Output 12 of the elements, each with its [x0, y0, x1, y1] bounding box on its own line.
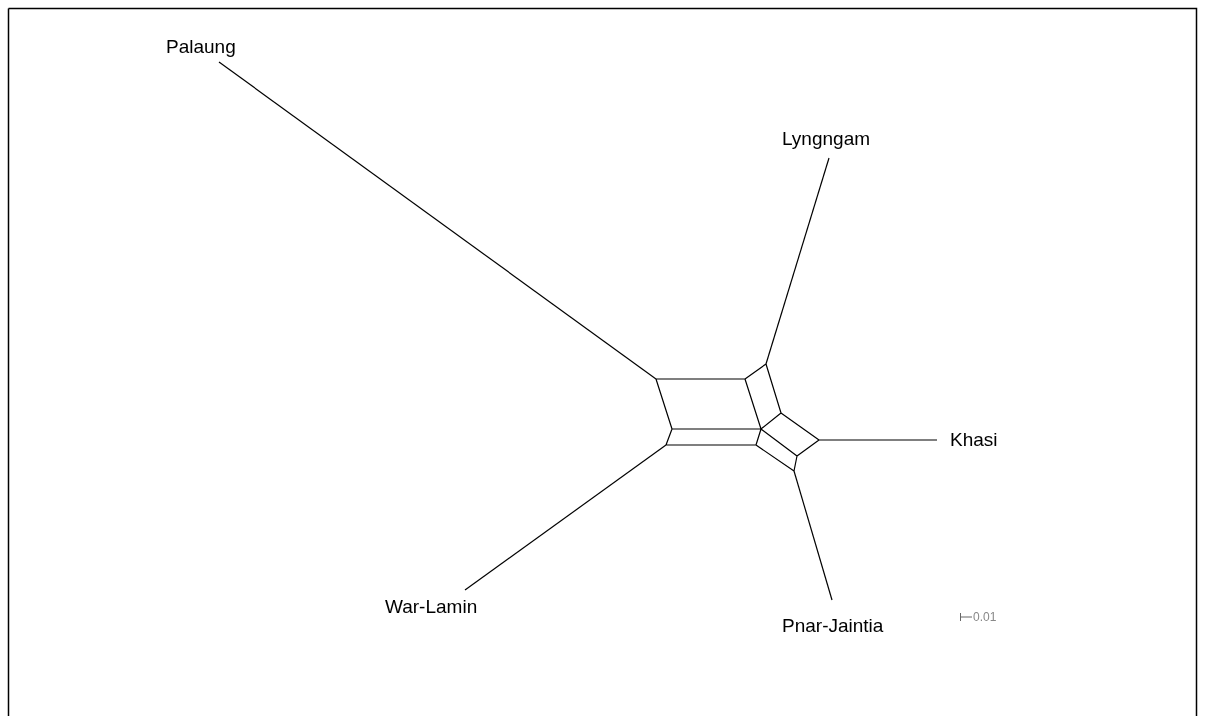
taxon-label: War-Lamin	[385, 596, 478, 618]
branch-line	[464, 444, 667, 591]
taxon-label: Khasi	[950, 429, 998, 451]
branch-line	[218, 61, 657, 380]
branch-line	[818, 439, 938, 441]
scale-label: 0.01	[973, 610, 997, 624]
branch-line	[793, 470, 833, 601]
taxon-label: Pnar-Jaintia	[782, 615, 884, 637]
split-network-drawing	[655, 363, 820, 472]
taxon-label: Lyngngam	[782, 128, 871, 150]
taxon-label: Palaung	[166, 36, 236, 58]
branch-line	[765, 157, 830, 365]
